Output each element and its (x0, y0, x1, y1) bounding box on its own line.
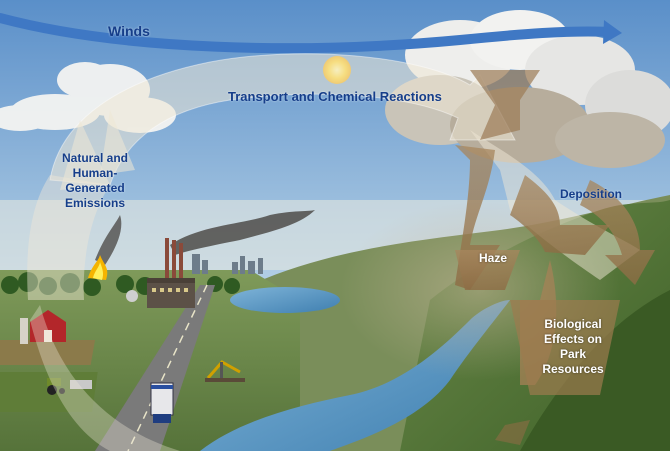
farm-barn-icon (20, 290, 138, 344)
wildfire-icon (88, 255, 108, 280)
transport-label: Transport and Chemical Reactions (228, 89, 442, 104)
wind-arrowhead-icon (603, 20, 622, 44)
deposition-label: Deposition (560, 187, 622, 201)
lake (230, 287, 340, 313)
highway (95, 285, 215, 451)
smoke-plume (170, 210, 315, 255)
oil-pump-icon (205, 360, 245, 382)
deposition-arrows (455, 145, 655, 445)
factory-icon (147, 238, 195, 308)
haze-label: Haze (479, 251, 508, 265)
biological-effects-label: Biological Effects on Park Resources (542, 317, 604, 376)
tree-line (1, 272, 240, 296)
cycle-arrow (27, 53, 640, 451)
wind-arrow (0, 13, 615, 54)
tractor-icon (47, 378, 92, 395)
truck-icon (150, 382, 174, 423)
winds-label: Winds (108, 23, 150, 39)
river (200, 300, 510, 451)
city-skyline-icon (192, 254, 263, 274)
emissions-label: Natural and Human-Generated Emissions (61, 151, 128, 210)
